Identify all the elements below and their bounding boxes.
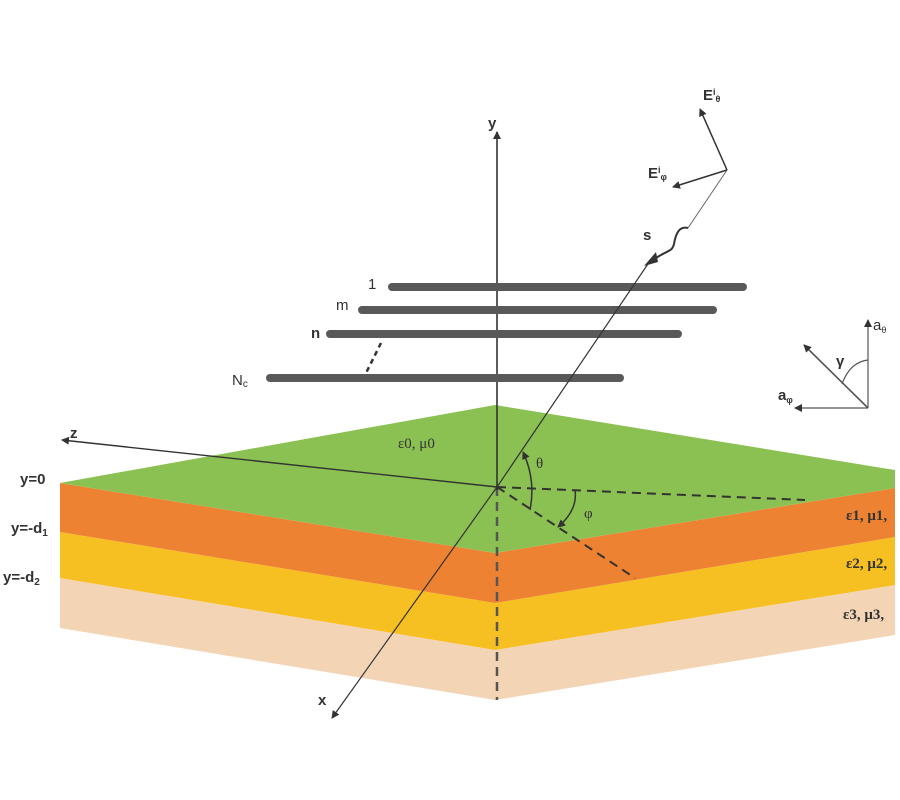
rod-label-n: n [311, 325, 320, 342]
phi-label: φ [584, 506, 593, 522]
dashed-phi-projection [496, 486, 636, 579]
incidence-direction-line [496, 257, 653, 488]
e-phi-arrow [672, 169, 728, 189]
layer-2 [60, 532, 895, 650]
inset-polarization-arrow [803, 344, 869, 409]
rods-ellipsis-dash [363, 342, 383, 376]
interface-d2-label: y=-d2 [3, 569, 40, 588]
inset-a-phi-label: aφ [778, 387, 793, 405]
layer-0-label: ε0, μ0 [398, 436, 435, 452]
layer-3-label: ε3, μ3, [843, 607, 884, 623]
e-theta-arrow [699, 108, 728, 171]
interface-y0-label: y=0 [20, 471, 45, 488]
z-axis-label: z [70, 425, 78, 442]
rod-label-1: 1 [368, 276, 376, 293]
e-phi-label: Eiφ [648, 165, 668, 182]
e-theta-label: Eiθ [703, 87, 721, 104]
phi-arc [557, 489, 577, 528]
inset-a-theta-label: aθ [873, 317, 886, 335]
theta-arc [522, 451, 533, 511]
wave-arrowhead [644, 252, 658, 266]
incident-wave-squiggle [655, 226, 689, 259]
layer-1-label: ε1, μ1, [846, 508, 887, 524]
s-label: s [643, 227, 651, 244]
layer-3 [60, 578, 895, 700]
incident-wave-line [687, 169, 728, 229]
layer-1 [60, 483, 895, 603]
layer-2-label: ε2, μ2, [846, 556, 887, 572]
layer-0-top-surface [60, 405, 895, 553]
dashed-horizontal-reference [496, 486, 806, 501]
rod-label-m: m [336, 297, 349, 314]
theta-label: θ [536, 456, 543, 472]
interface-d1-label: y=-d1 [11, 520, 48, 539]
y-axis-label: y [488, 115, 497, 132]
x-axis [331, 486, 498, 719]
gamma-arc [841, 359, 869, 385]
rod-label-nc: Nc [232, 372, 248, 390]
z-axis [61, 436, 498, 488]
rods [266, 283, 747, 382]
x-axis-label: x [318, 692, 327, 709]
gamma-label: γ [836, 353, 845, 370]
